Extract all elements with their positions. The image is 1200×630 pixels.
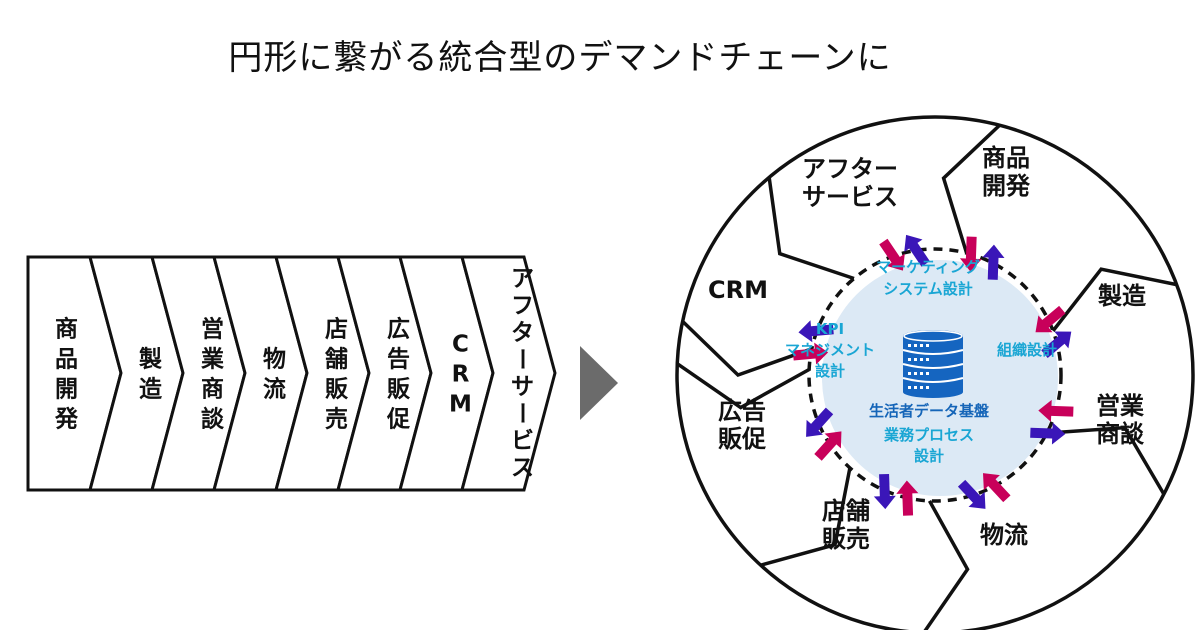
chain-stage-char: 物 [263, 345, 286, 372]
inbound-arrow-icon [1038, 399, 1074, 422]
inbound-arrow-icon [983, 473, 1011, 503]
chain-stage [460, 255, 557, 492]
exchange-arrows [792, 234, 1074, 516]
segment-label: 物流 [980, 521, 1028, 549]
outbound-arrow-icon [873, 473, 896, 510]
chain-stage-char: 広 [387, 315, 410, 342]
segment-label: サービス [802, 183, 898, 211]
outbound-arrow-icon [806, 407, 834, 437]
segment-dividers [676, 123, 1178, 630]
inbound-arrow-icon [814, 431, 842, 461]
segment-divider [1051, 267, 1178, 332]
outbound-arrow-icon [798, 320, 834, 343]
chain-stage-char: 商 [201, 375, 224, 402]
segment-divider [1046, 425, 1166, 496]
chain-stage-char: 品 [55, 346, 78, 372]
segment-label: 開発 [982, 172, 1031, 200]
core-label-left-2: マネジメント [785, 341, 875, 359]
chain-stage-char: 発 [54, 406, 79, 432]
chain-stage-char: ビ [511, 428, 534, 454]
chain-stage-char: 談 [201, 405, 225, 432]
chain-stage-char: ス [511, 455, 534, 481]
chain-stage-char: タ [511, 320, 534, 346]
database-icon [902, 330, 964, 398]
dashed-ring [807, 247, 1063, 503]
chain-stage-char: ア [511, 266, 534, 292]
segment-label: 販促 [718, 425, 766, 453]
segment-label: 製造 [1098, 282, 1146, 310]
chain-stage-char: 販 [325, 376, 349, 402]
chain-stage-char: 告 [387, 346, 410, 372]
segment-label: アフター [802, 155, 898, 183]
chain-stage-char: 業 [200, 345, 225, 372]
segment-divider [923, 500, 970, 630]
outbound-arrow-icon [1030, 422, 1066, 445]
segment-divider [760, 467, 852, 567]
chain-stage-char: 造 [139, 376, 163, 402]
segment-divider [941, 123, 1001, 254]
segment-divider [681, 320, 813, 378]
chain-stage-char: M [449, 391, 472, 417]
core-label-top-2: システム設計 [883, 280, 973, 298]
chain-stage-char: 流 [263, 375, 286, 402]
chain-stage-char: 開 [55, 376, 78, 402]
outbound-arrow-icon [982, 244, 1005, 280]
segment-divider [676, 362, 810, 410]
chain-stage-char: サ [511, 374, 534, 400]
page-title: 円形に繋がる統合型のデマンドチェーンに [228, 38, 892, 78]
segment-label: 広告 [718, 397, 766, 425]
inbound-arrow-icon [959, 236, 982, 272]
segment-divider [767, 177, 855, 281]
chain-stage-char: 製 [138, 345, 162, 372]
inbound-arrow-icon [1035, 305, 1066, 333]
chain-stage-char: ー [509, 348, 535, 371]
core-label-left-3: 設計 [815, 362, 845, 380]
inbound-arrow-icon [879, 238, 905, 271]
segment-label: CRM [708, 276, 768, 304]
segment-label: 商品 [982, 144, 1030, 172]
inbound-arrow-icon [896, 480, 919, 516]
segment-label: 販売 [822, 525, 870, 553]
chain-stage-char: 売 [325, 406, 348, 432]
chain-stage-char: C [452, 331, 469, 357]
outbound-arrow-icon [957, 479, 986, 509]
outer-circle [675, 115, 1195, 630]
core-label-left-1: KPI [816, 320, 844, 338]
chain-stage-char: 商 [55, 315, 78, 342]
segment-label: 店舗 [822, 497, 870, 525]
outbound-arrow-icon [904, 234, 930, 267]
chain-stage-char: 促 [386, 405, 411, 432]
inbound-arrow-icon [792, 342, 829, 365]
chain-stage-char: R [452, 361, 470, 387]
core-label-right: 組織設計 [997, 341, 1057, 359]
chain-stage-char: 販 [387, 376, 411, 402]
core-label-center: 生活者データ基盤 [869, 402, 990, 420]
segment-label: 商談 [1096, 420, 1145, 448]
chain-stage-char: 営 [201, 315, 224, 342]
chain-stage-char: ー [509, 402, 535, 425]
outbound-arrow-icon [1041, 331, 1072, 358]
chain-stage-char: 舗 [324, 346, 348, 372]
chain-stage-char: 店 [325, 316, 348, 342]
play-triangle-icon [580, 346, 618, 420]
core-label-bottom-1: 業務プロセス [883, 426, 974, 444]
core-label-top-1: マーケティング [876, 258, 980, 276]
core-label-bottom-2: 設計 [914, 447, 944, 465]
chain-stage-char: フ [511, 293, 534, 319]
segment-label: 営業 [1096, 392, 1144, 420]
